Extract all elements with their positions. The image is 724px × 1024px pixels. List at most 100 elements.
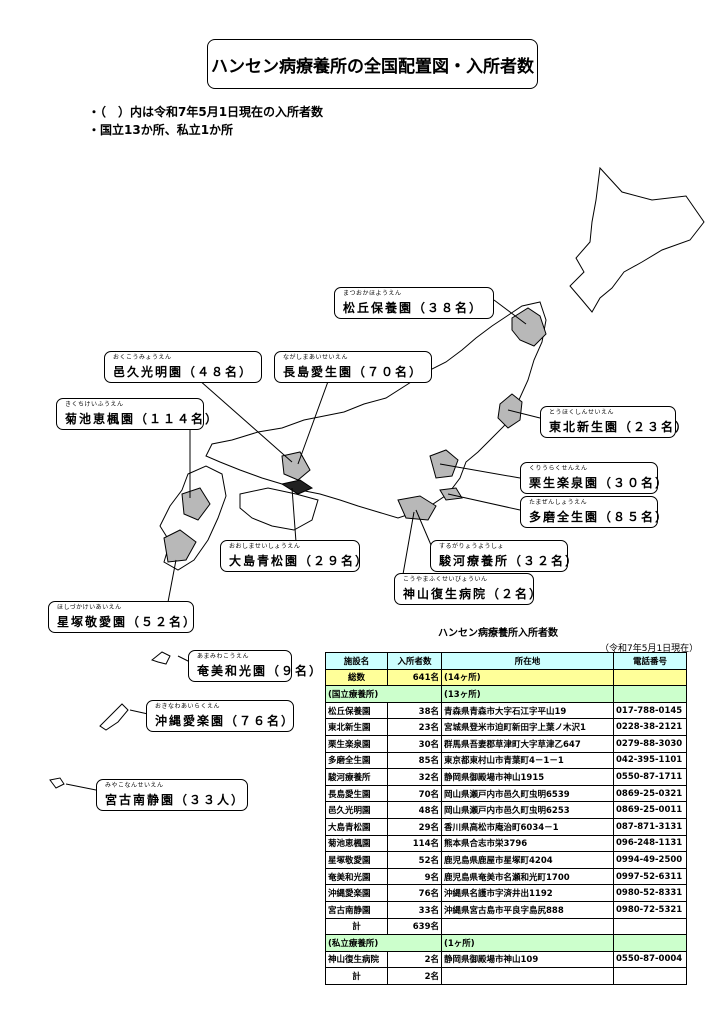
- address: 香川県高松市庵治町6034－1: [441, 817, 614, 836]
- national-group-empty: [613, 685, 687, 703]
- page-title: ハンセン病療養所の全国配置図・入所者数: [207, 39, 538, 89]
- ruby-kuryu: くりうらくせんえん: [529, 465, 588, 472]
- header-phone: 電話番号: [613, 652, 687, 670]
- pointer-oshima: [291, 487, 297, 543]
- address: 群馬県吾妻郡草津町大字草津乙647: [441, 734, 614, 753]
- pointer-nagashima: [297, 375, 331, 465]
- label-tama: たまぜんしょうえん 多磨全生園（８５名）: [520, 496, 667, 528]
- phone-number: 042-395-1101: [613, 751, 687, 770]
- region-shizuoka: [397, 495, 437, 521]
- label-kuryu: くりうらくせんえん 栗生楽泉園（３０名）: [520, 462, 667, 494]
- facility-table: 施設名 入所者数 所在地 電話番号 総数 641名 (14ヶ所) (国立療養所)…: [325, 652, 687, 985]
- header-address: 所在地: [441, 652, 614, 670]
- facility-name: 長島愛生園: [325, 784, 388, 803]
- count-amami: （９名）: [267, 664, 324, 678]
- resident-count: 23名: [387, 718, 442, 736]
- honshu-shape: [205, 301, 547, 519]
- resident-count: 32名: [387, 768, 442, 786]
- name-tohoku: 東北新生園: [549, 420, 620, 434]
- pointer-koyama: [401, 511, 415, 581]
- name-kuryu: 栗生楽泉園: [529, 476, 600, 490]
- phone-number: 017-788-0145: [613, 701, 687, 720]
- facility-name: 菊池恵楓園: [325, 834, 388, 853]
- region-gunma: [429, 449, 459, 479]
- ruby-tohoku: とうほくしんせいえん: [549, 409, 615, 416]
- resident-count: 85名: [387, 751, 442, 770]
- resident-count: 38名: [387, 701, 442, 720]
- count-suruga: （３２名）: [509, 554, 580, 568]
- pointer-hoshizuka: [167, 559, 177, 603]
- facility-name: 神山復生病院: [325, 950, 388, 969]
- name-amami: 奄美和光園: [197, 664, 268, 678]
- address: 静岡県御殿場市神山1915: [441, 768, 614, 786]
- resident-count: 76名: [387, 884, 442, 902]
- label-oku: おくこうみょうえん 邑久光明園（４８名）: [104, 351, 262, 383]
- name-miyako: 宮古南静園: [105, 793, 176, 807]
- total-count: 641名: [387, 668, 442, 687]
- private-subtotal-name: 計: [325, 967, 388, 985]
- phone-number: 0980-72-5321: [613, 900, 687, 919]
- name-okinawa: 沖縄愛楽園: [155, 714, 226, 728]
- ruby-oku: おくこうみょうえん: [113, 354, 172, 361]
- facility-name: 大島青松園: [325, 817, 388, 836]
- region-kumamoto: [181, 487, 211, 521]
- table-title: ハンセン病療養所入所者数: [438, 628, 558, 639]
- region-kagoshima: [163, 529, 197, 563]
- national-subtotal-empty-b: [613, 917, 687, 936]
- miyako-island: [49, 777, 65, 789]
- ruby-miyako: みやこなんせいえん: [105, 782, 164, 789]
- shikoku-shape: [239, 487, 319, 531]
- resident-count: 2名: [387, 950, 442, 969]
- name-oku: 邑久光明園: [113, 365, 184, 379]
- national-group-note: (13ヶ所): [441, 685, 614, 703]
- name-oshima: 大島青松園: [229, 554, 300, 568]
- phone-number: 0994-49-2500: [613, 851, 687, 869]
- label-oshima: おおしませいしょうえん 大島青松園（２９名）: [220, 540, 367, 572]
- facility-name: 多磨全生園: [325, 751, 388, 770]
- address: 鹿児島県奄美市名瀬和光町1700: [441, 867, 614, 886]
- ruby-amami: あまみわこうえん: [197, 653, 250, 660]
- label-miyako: みやこなんせいえん 宮古南静園（３３人）: [96, 779, 248, 811]
- resident-count: 30名: [387, 734, 442, 753]
- pointer-matsuoka: [493, 299, 527, 325]
- phone-number: 096-248-1131: [613, 834, 687, 853]
- pointer-tama: [447, 493, 521, 511]
- note-count: ・国立13か所、私立1か所: [88, 123, 234, 137]
- label-tohoku: とうほくしんせいえん 東北新生園（２３名）: [540, 406, 687, 438]
- address: 岡山県瀬戸内市邑久町虫明6253: [441, 801, 614, 819]
- phone-number: 0980-52-8331: [613, 884, 687, 902]
- national-subtotal-empty-a: [441, 917, 614, 936]
- resident-count: 33名: [387, 900, 442, 919]
- hokkaido-shape: [569, 166, 705, 313]
- resident-count: 9名: [387, 867, 442, 886]
- facility-name: 松丘保養園: [325, 701, 388, 720]
- phone-number: 0279-88-3030: [613, 734, 687, 753]
- national-subtotal-count: 639名: [387, 917, 442, 936]
- phone-number: 087-871-3131: [613, 817, 687, 836]
- address: 岡山県瀬戸内市邑久町虫明6539: [441, 784, 614, 803]
- private-group-empty: [613, 934, 687, 952]
- table-date: （令和7年5月1日現在）: [600, 644, 699, 654]
- total-name: 総数: [325, 668, 388, 687]
- private-subtotal-count: 2名: [387, 967, 442, 985]
- pointer-kuryu: [439, 463, 521, 479]
- private-subtotal-row: 計 2名: [325, 967, 687, 985]
- phone-number: 0550-87-0004: [613, 950, 687, 969]
- pointer-tohoku: [507, 409, 541, 419]
- pointer-miyako: [65, 783, 97, 791]
- label-suruga: するがりょうようしょ 駿河療養所（３２名）: [430, 540, 577, 572]
- page-title-text: ハンセン病療養所の全国配置図・入所者数: [211, 56, 534, 77]
- phone-number: 0550-87-1711: [613, 768, 687, 786]
- count-miyako: （３３人）: [175, 793, 246, 807]
- resident-count: 114名: [387, 834, 442, 853]
- label-matsuoka: まつおかほようえん 松丘保養園（３８名）: [334, 287, 494, 319]
